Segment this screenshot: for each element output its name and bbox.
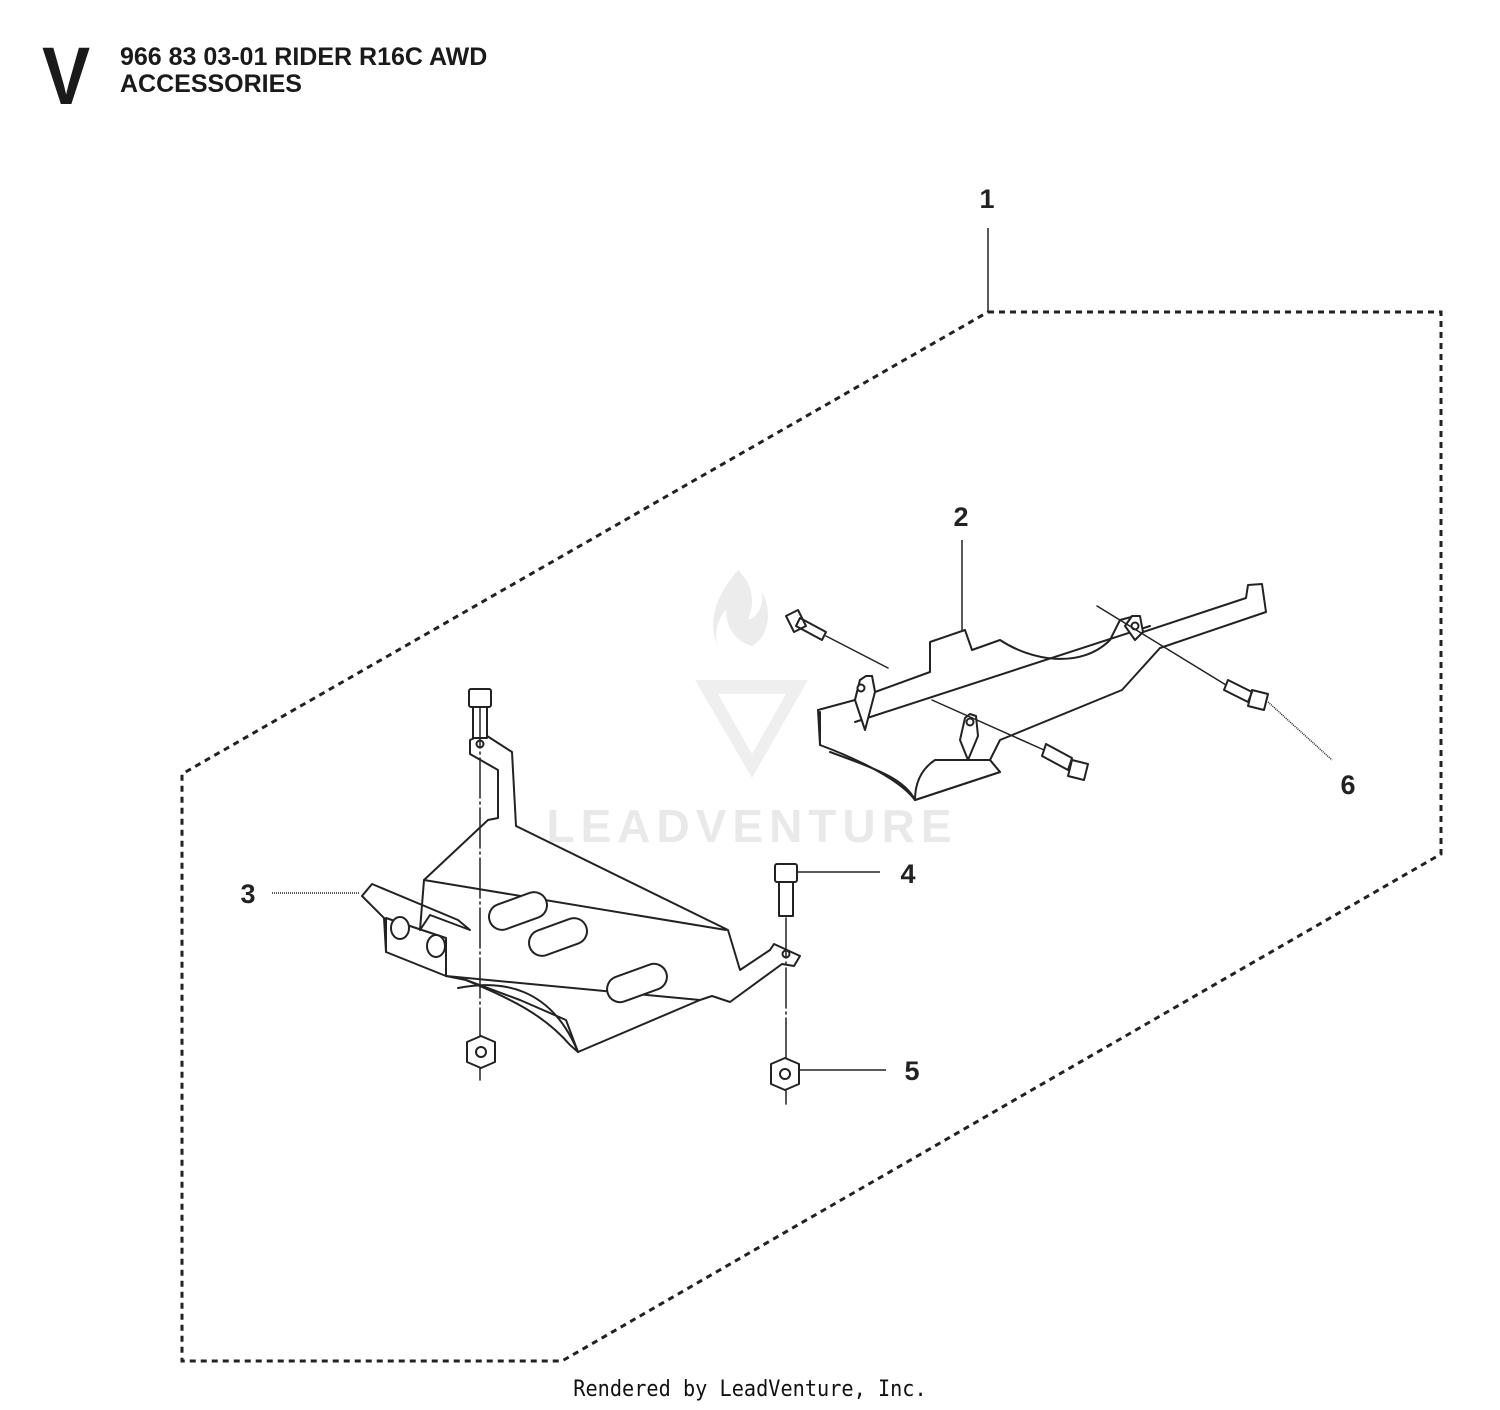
callout-5: 5 <box>904 1056 919 1086</box>
title-section-line: ACCESSORIES <box>120 70 302 98</box>
callout-2: 2 <box>953 502 968 532</box>
callout-1: 1 <box>979 184 994 214</box>
part-6-bolt-left <box>785 609 889 669</box>
leadventure-watermark: LEADVENTURE <box>546 570 957 852</box>
callout-6: 6 <box>1340 770 1355 800</box>
part-6-bolt-right <box>1096 605 1269 711</box>
callout-3: 3 <box>240 879 255 909</box>
leader-lines <box>272 228 1333 1071</box>
part-2-bracket <box>817 583 1267 801</box>
part-5-nut-left <box>466 1035 496 1069</box>
render-credit: Rendered by LeadVenture, Inc. <box>573 1377 927 1402</box>
watermark-v-logo <box>695 680 808 778</box>
callout-4: 4 <box>900 859 915 889</box>
kit-boundary <box>180 310 1443 1363</box>
leader-6 <box>1267 701 1333 761</box>
part-4-bolt-left <box>468 688 492 1081</box>
watermark-text: LEADVENTURE <box>546 800 957 852</box>
diagram-title: 966 83 03-01 RIDER R16C AWD ACCESSORIES <box>120 44 487 98</box>
part-6-bolt-lower <box>931 699 1089 781</box>
part-3-skid-plate <box>361 733 801 1053</box>
watermark-flame-icon <box>713 570 768 652</box>
section-letter: V <box>42 31 91 122</box>
part-5-nut-right <box>770 1057 800 1091</box>
title-model-line: 966 83 03-01 RIDER R16C AWD <box>120 43 488 71</box>
